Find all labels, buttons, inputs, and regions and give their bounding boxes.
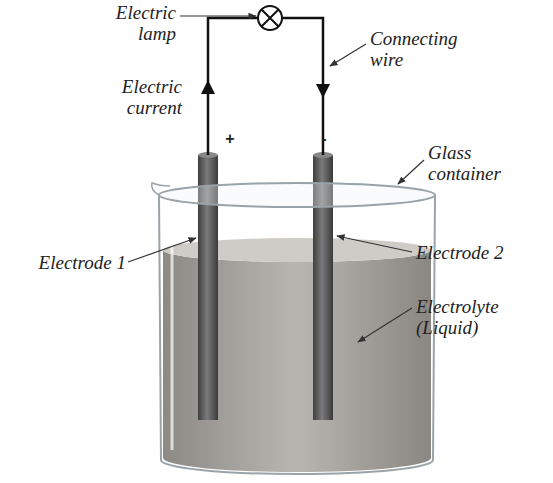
electrolyte-label: Electrolyte (Liquid) xyxy=(416,296,526,338)
positive-sign: + xyxy=(220,128,240,149)
lamp-symbol xyxy=(258,6,282,30)
current-arrow xyxy=(201,80,330,98)
lamp-label: Electric lamp xyxy=(92,2,176,44)
connecting-wire xyxy=(208,18,323,155)
current-label: Electric current xyxy=(96,76,182,118)
container-label: Glass container xyxy=(428,142,520,184)
negative-sign: - xyxy=(314,128,334,149)
glass-beaker xyxy=(152,183,435,474)
electrode-label: Electrode 1 xyxy=(4,252,126,273)
wire-label: Connecting wire xyxy=(370,28,482,70)
electrode-label: Electrode 2 xyxy=(416,242,546,263)
